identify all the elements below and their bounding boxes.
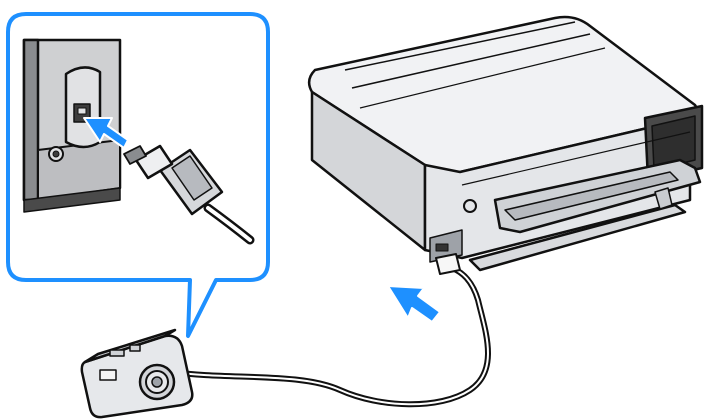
photo-printer [309,17,702,274]
insert-arrow-icon [388,286,440,322]
usb-cable [172,268,488,404]
digital-camera [82,330,192,417]
usb-port-closeup [8,14,268,336]
